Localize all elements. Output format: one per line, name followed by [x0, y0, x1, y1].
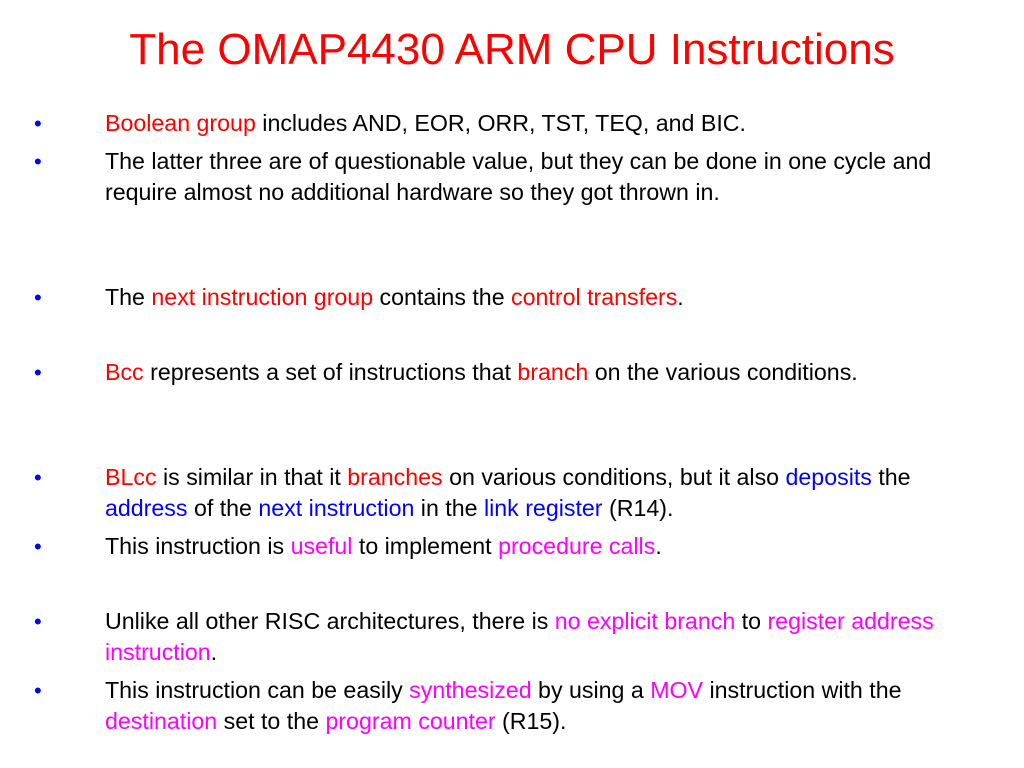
slide-title: The OMAP4430 ARM CPU Instructions: [129, 25, 895, 74]
text-segment: Boolean group: [105, 110, 256, 136]
text-segment: The: [105, 284, 152, 310]
bullet-dot: •: [34, 111, 42, 136]
text-segment: no explicit branch: [554, 608, 736, 634]
bullet-dot: •: [34, 360, 42, 385]
text-segment: represents a set of instructions that: [143, 359, 518, 385]
text-segment: The latter three are of questionable val…: [105, 148, 932, 205]
text-segment: instruction with the: [703, 677, 902, 703]
bullet-text: The latter three are of questionable val…: [105, 146, 995, 208]
text-segment: link register: [483, 495, 603, 521]
text-segment: useful: [290, 533, 353, 559]
text-segment: (R15).: [495, 708, 567, 734]
bullet-text: BLcc is similar in that it branches on v…: [105, 462, 995, 524]
text-segment: next instruction group: [151, 284, 374, 310]
bullet-dot: •: [34, 149, 42, 174]
text-segment: is similar in that it: [156, 464, 348, 490]
text-segment: This instruction can be easily: [105, 677, 410, 703]
text-segment: next instruction: [258, 495, 415, 521]
text-segment: .: [677, 284, 684, 310]
bullet-dot: •: [34, 609, 42, 634]
text-segment: in the: [414, 495, 484, 521]
bullet-text: The next instruction group contains the …: [105, 282, 995, 313]
text-segment: synthesized: [409, 677, 532, 703]
bullet-text: This instruction can be easily synthesiz…: [105, 675, 995, 737]
text-segment: on the various conditions.: [588, 359, 858, 385]
text-segment: control transfers: [511, 284, 678, 310]
text-segment: set to the: [217, 708, 326, 734]
text-segment: program counter: [325, 708, 496, 734]
text-segment: branch: [517, 359, 589, 385]
text-segment: destination: [105, 708, 218, 734]
bullet-text: Boolean group includes AND, EOR, ORR, TS…: [105, 108, 995, 139]
text-segment: contains the: [373, 284, 512, 310]
bullet-text: This instruction is useful to implement …: [105, 531, 995, 562]
bullet-dot: •: [34, 534, 42, 559]
bullet-dot: •: [34, 285, 42, 310]
bullet-text: Unlike all other RISC architectures, the…: [105, 606, 995, 668]
text-segment: procedure calls: [498, 533, 656, 559]
text-segment: branches: [347, 464, 443, 490]
text-segment: This instruction is: [105, 533, 291, 559]
text-segment: register address instruction: [105, 608, 934, 665]
text-segment: Bcc: [105, 359, 144, 385]
text-segment: Unlike all other RISC architectures, the…: [105, 608, 555, 634]
bullet-dot: •: [34, 465, 42, 490]
text-segment: of the: [187, 495, 259, 521]
text-segment: MOV: [650, 677, 704, 703]
bullet-dot: •: [34, 678, 42, 703]
text-segment: .: [210, 639, 218, 665]
text-segment: BLcc: [105, 464, 157, 490]
text-segment: to implement: [352, 533, 499, 559]
text-segment: by using a: [531, 677, 651, 703]
text-segment: the: [871, 464, 911, 490]
text-segment: to: [735, 608, 768, 634]
bullet-text: Bcc represents a set of instructions tha…: [105, 357, 995, 388]
text-segment: on various conditions, but it also: [442, 464, 786, 490]
text-segment: .: [655, 533, 662, 559]
text-segment: includes AND, EOR, ORR, TST, TEQ, and BI…: [255, 110, 746, 136]
text-segment: deposits: [785, 464, 872, 490]
text-segment: address: [105, 495, 188, 521]
text-segment: (R14).: [602, 495, 674, 521]
